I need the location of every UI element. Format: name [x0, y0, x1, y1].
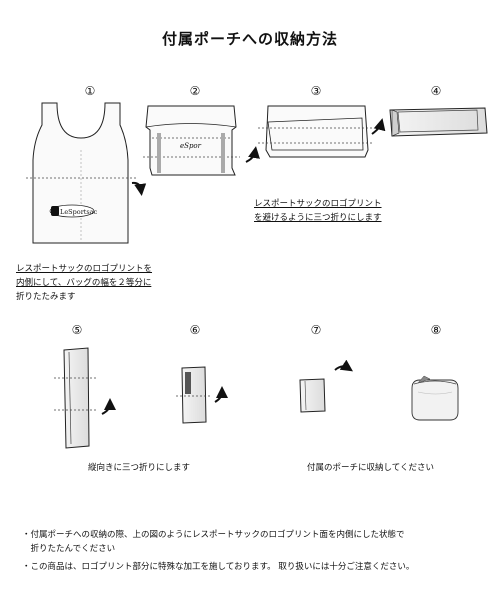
step4-folded-strip	[389, 107, 488, 137]
step2-folded-bag: eSpor	[143, 105, 260, 176]
step1-tote-bag: LeSportsac	[26, 102, 147, 244]
step5-vertical-strip	[54, 347, 116, 449]
step5-caption: 縦向きに三つ折りにします	[88, 463, 191, 473]
step-number-6: ⑥	[189, 323, 201, 337]
note-1: ・付属ポーチへの収納の際、上の図のようにレスポートサックのロゴプリント面を内側に…	[22, 530, 405, 540]
step3-caption-line1: レスポートサックのロゴプリント	[254, 199, 382, 209]
logo-text: LeSportsac	[60, 208, 98, 216]
step1-caption-line1: レスポートサックのロゴプリントを	[16, 264, 153, 274]
step-number-7: ⑦	[310, 323, 322, 337]
step7-caption: 付属のポーチに収納してください	[307, 463, 434, 473]
page-title: 付属ポーチへの収納方法	[161, 30, 338, 48]
note-1-continued: 折りたたんでください	[22, 544, 116, 554]
step-number-1: ①	[84, 84, 96, 98]
step1-caption-line2: 内側にして、バッグの幅を２等分に	[16, 278, 152, 288]
step1-caption: レスポートサックのロゴプリントを 内側にして、バッグの幅を２等分に 折りたたみま…	[16, 262, 152, 304]
note-2: ・この商品は、ロゴプリント部分に特殊な加工を施しております。 取り扱いには十分ご…	[22, 562, 415, 572]
step8-pouch	[411, 375, 459, 421]
step3-folded-bag	[258, 105, 386, 158]
step-number-5: ⑤	[71, 323, 83, 337]
fold-arrow-icon	[101, 398, 116, 415]
step-number-3: ③	[310, 84, 322, 98]
insert-arrow-icon	[334, 359, 353, 372]
logo-mark	[51, 206, 59, 216]
logo-oval	[49, 204, 95, 218]
fold-arrow-icon	[214, 386, 228, 403]
logo-small-text: eSpor	[180, 142, 202, 150]
step3-caption-line2: を避けるように三つ折りにします	[254, 213, 382, 223]
fold-arrow-icon	[131, 181, 147, 196]
step-number-4: ④	[430, 84, 442, 98]
step-number-8: ⑧	[430, 323, 442, 337]
step1-caption-line3: 折りたたみます	[16, 292, 76, 302]
step7-folded-square	[299, 359, 353, 413]
fold-arrow-icon	[371, 118, 386, 135]
step6-folded-block	[176, 366, 228, 424]
step-number-2: ②	[189, 84, 201, 98]
fold-arrow-icon	[245, 146, 260, 163]
step3-caption: レスポートサックのロゴプリント を避けるように三つ折りにします	[254, 197, 382, 225]
